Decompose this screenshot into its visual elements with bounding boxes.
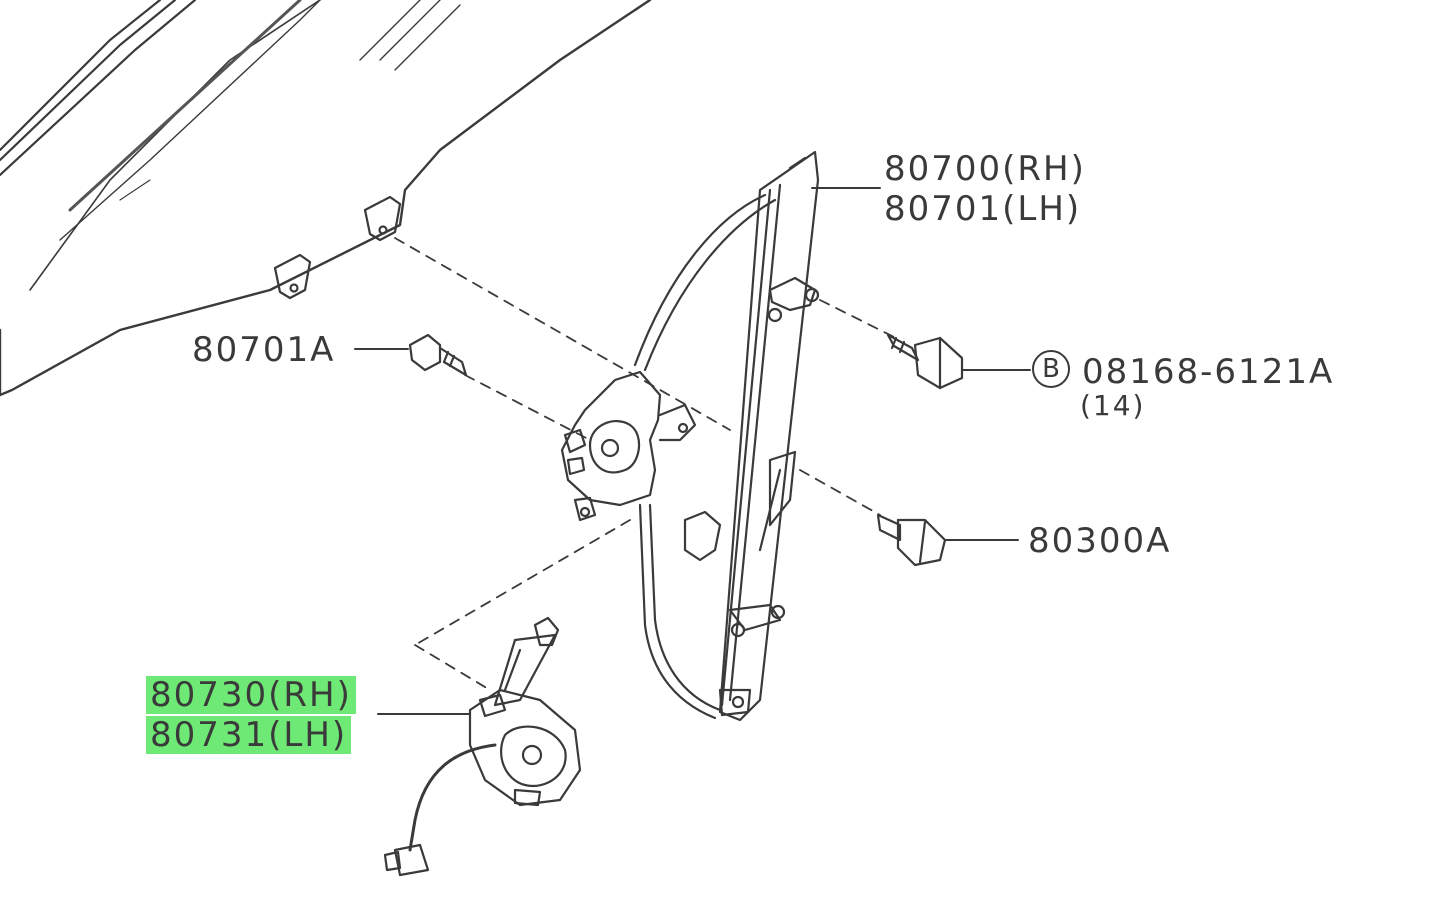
label-bolt-right-qty: (14) bbox=[1080, 389, 1146, 422]
label-regulator-rh: 80700(RH) bbox=[884, 149, 1086, 189]
glass-bracket-front bbox=[273, 253, 312, 300]
regulator-rail bbox=[633, 150, 820, 722]
label-bolt-right-part: 08168-6121A bbox=[1082, 352, 1335, 392]
reference-b-circle: B bbox=[1032, 350, 1070, 388]
label-motor-rh: 80730(RH) bbox=[146, 676, 356, 714]
nut-80300a bbox=[876, 513, 947, 567]
bolt-80701a bbox=[408, 333, 468, 377]
regulator-drum-housing bbox=[560, 370, 697, 522]
label-bolt-left: 80701A bbox=[192, 330, 336, 370]
label-nut: 80300A bbox=[1028, 521, 1172, 561]
door-glass bbox=[0, 0, 652, 397]
label-motor-lh: 80731(LH) bbox=[146, 716, 352, 754]
label-regulator-lh: 80701(LH) bbox=[884, 189, 1082, 229]
window-motor bbox=[383, 616, 582, 877]
assembly-guide-lines bbox=[394, 237, 901, 691]
bolt-08168-6121a bbox=[886, 333, 964, 390]
leader-lines bbox=[354, 187, 1031, 715]
glass-bracket-rear bbox=[363, 195, 402, 242]
